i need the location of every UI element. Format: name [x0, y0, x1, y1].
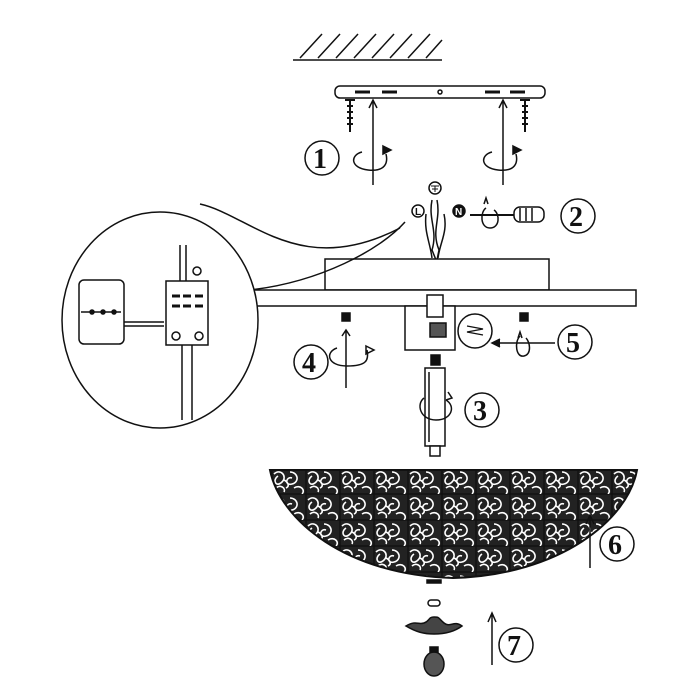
svg-text:L: L	[415, 207, 421, 218]
svg-text:7: 7	[507, 631, 521, 662]
glass-bowl-shade	[268, 469, 639, 580]
finial-parts	[404, 579, 464, 677]
wire-label-live: L	[411, 204, 425, 218]
svg-text:2: 2	[569, 202, 583, 233]
step-marker-7: 7	[498, 627, 534, 663]
svg-text:5: 5	[566, 328, 580, 359]
svg-text:6: 6	[608, 530, 622, 561]
nut-icon	[328, 312, 529, 388]
svg-text:3: 3	[473, 396, 487, 427]
threaded-rod	[419, 354, 454, 457]
svg-text:1: 1	[313, 144, 327, 175]
step-marker-1: 1	[304, 140, 340, 176]
screw-arrow-icon	[353, 98, 523, 185]
lamp-socket	[404, 294, 456, 351]
mounting-bracket	[334, 85, 546, 99]
finial-arrow-icon	[487, 611, 497, 665]
ceiling	[293, 33, 443, 61]
supply-wires	[424, 181, 446, 261]
bulb-icon	[457, 313, 493, 349]
terminal-block-callout	[61, 203, 406, 429]
wire-label-neutral: N	[452, 204, 466, 218]
screw-icon	[345, 99, 530, 132]
step-marker-3: 3	[464, 392, 500, 428]
bowl-arrow-icon	[585, 513, 595, 568]
svg-text:4: 4	[302, 348, 316, 379]
step-marker-5: 5	[557, 324, 593, 360]
svg-text:N: N	[455, 207, 462, 218]
bulb-arrow-icon	[490, 329, 555, 357]
step-marker-6: 6	[599, 526, 635, 562]
terminal-block-icon	[165, 245, 209, 420]
step-marker-2: 2	[560, 198, 596, 234]
screwdriver-icon	[470, 195, 545, 229]
step-marker-4: 4	[293, 344, 329, 380]
